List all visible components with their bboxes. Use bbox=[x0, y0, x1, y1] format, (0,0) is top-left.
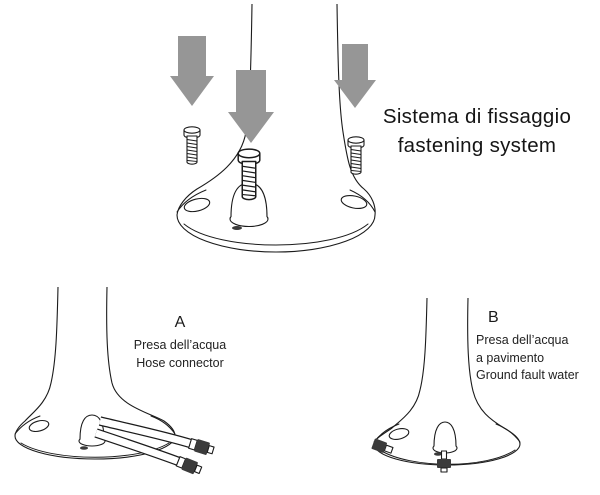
detail-b-line-italian-2: a pavimento bbox=[476, 350, 545, 365]
fastening-arrows bbox=[170, 36, 376, 143]
rim-screw-hole-left bbox=[388, 428, 410, 440]
detail-b: B Presa dell’acqua a pavimento Ground fa… bbox=[476, 309, 598, 385]
fastening-system-diagram bbox=[170, 3, 376, 253]
detail-a-line-italian: Presa dell’acqua bbox=[133, 338, 227, 352]
down-arrow-icon bbox=[228, 70, 274, 143]
rim-screw-hole-left bbox=[183, 197, 211, 213]
screw-icon bbox=[183, 126, 201, 165]
shadow-spot bbox=[80, 446, 88, 450]
hose-fitting bbox=[175, 456, 203, 475]
down-arrow-icon bbox=[170, 36, 214, 106]
fastening-title-english: fastening system bbox=[397, 134, 557, 158]
detail-b-label: B bbox=[488, 309, 499, 326]
water-hoses bbox=[94, 416, 215, 475]
detail-a: A Presa dell’acqua Hose connector bbox=[116, 314, 244, 372]
hose-fitting bbox=[188, 438, 215, 455]
detail-b-line-english: Ground fault water bbox=[476, 368, 579, 382]
fastening-title: Sistema di fissaggio fastening system bbox=[372, 102, 582, 160]
column-base-drawing bbox=[176, 3, 376, 253]
shadow-spot bbox=[434, 452, 442, 456]
detail-a-label: A bbox=[174, 314, 186, 331]
rim-screw-hole-right bbox=[340, 194, 368, 210]
hose-connector-diagram bbox=[14, 286, 215, 475]
center-mount-dome bbox=[433, 421, 457, 447]
shadow-spot bbox=[232, 226, 242, 230]
floor-connector-diagram bbox=[371, 297, 521, 473]
down-arrow-icon bbox=[334, 44, 376, 108]
rim-screw-hole-left bbox=[28, 419, 50, 433]
detail-b-line-italian-1: Presa dell’acqua bbox=[476, 333, 569, 347]
fastening-title-italian: Sistema di fissaggio bbox=[382, 105, 572, 128]
column-base-drawing bbox=[14, 286, 176, 460]
floor-valves bbox=[371, 438, 451, 473]
detail-a-line-english: Hose connector bbox=[136, 355, 224, 370]
water-valve bbox=[437, 450, 451, 473]
water-valve bbox=[371, 438, 394, 454]
